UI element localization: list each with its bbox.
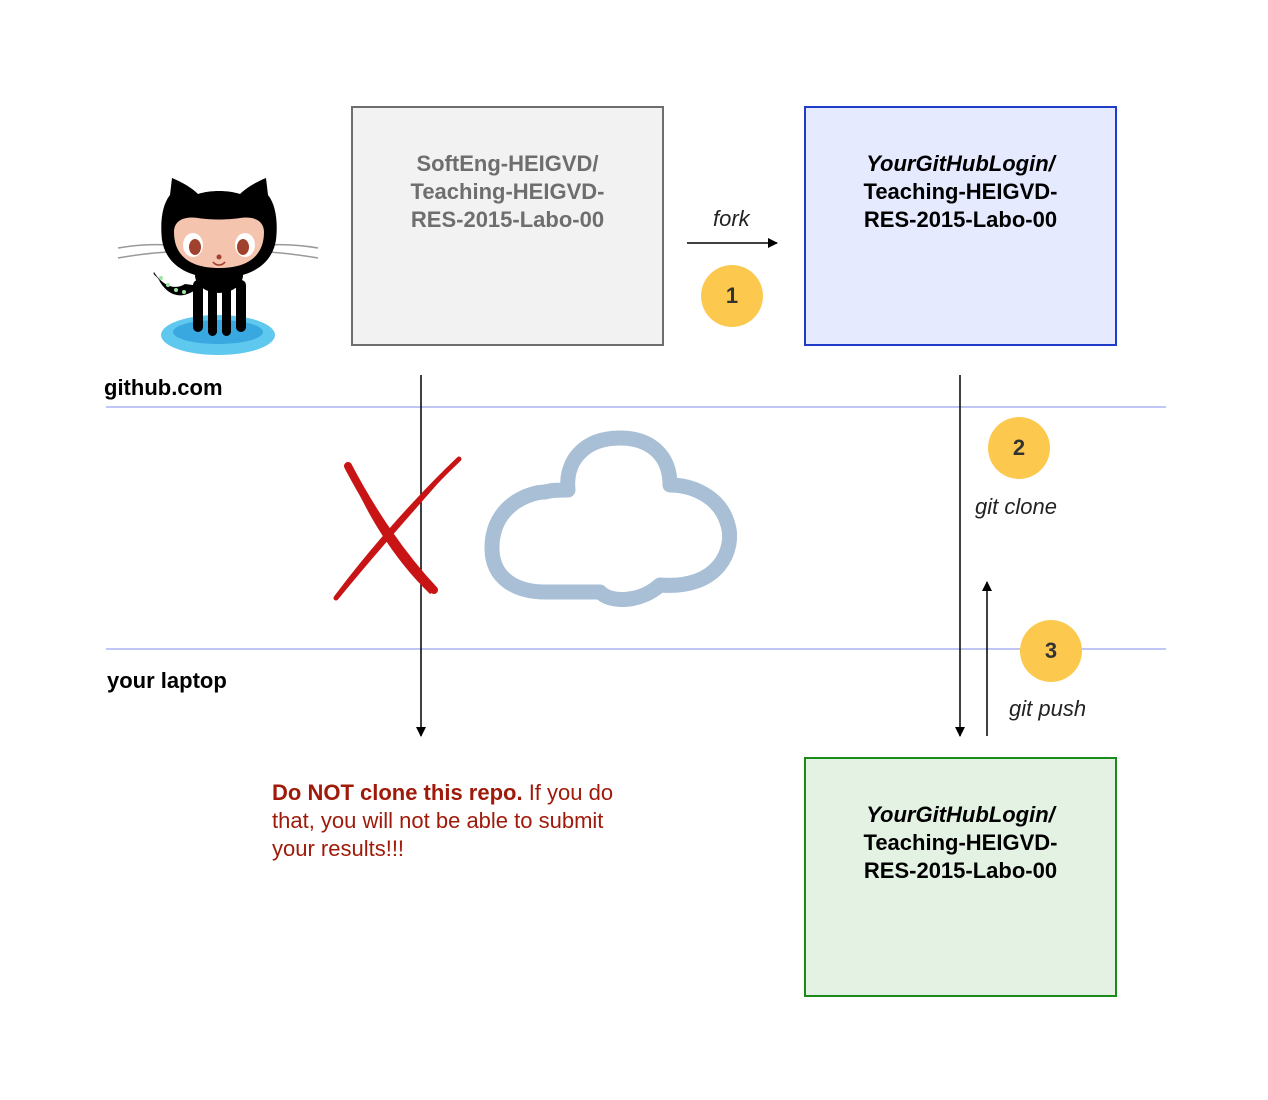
- upstream-repo-name-1: Teaching-HEIGVD-: [410, 179, 605, 204]
- zone-label-laptop: your laptop: [107, 668, 227, 693]
- warning-strong: Do NOT clone this repo.: [272, 780, 523, 805]
- local-repo-name-1: Teaching-HEIGVD-: [863, 830, 1058, 855]
- octocat-icon: [117, 178, 319, 355]
- fork-repo-owner: YourGitHubLogin/: [866, 151, 1055, 176]
- cross-icon: [333, 456, 462, 601]
- zone-label-github: github.com: [104, 375, 223, 400]
- warning-text: Do NOT clone this repo. If you do that, …: [272, 779, 652, 863]
- local-repo-owner: YourGitHubLogin/: [866, 802, 1055, 827]
- step-label-fork: fork: [713, 206, 750, 231]
- fork-repo-name-1: Teaching-HEIGVD-: [863, 179, 1058, 204]
- local-repo-name-2: RES-2015-Labo-00: [863, 858, 1058, 883]
- upstream-repo-name-2: RES-2015-Labo-00: [410, 207, 605, 232]
- step-badge-1: 1: [701, 265, 763, 327]
- fork-repo-box: YourGitHubLogin/ Teaching-HEIGVD- RES-20…: [804, 106, 1117, 346]
- local-repo-box: YourGitHubLogin/ Teaching-HEIGVD- RES-20…: [804, 757, 1117, 997]
- cloud-icon: [484, 430, 738, 608]
- warning-rest: If you do that, you will not be able to …: [272, 780, 614, 861]
- step-label-git-push: git push: [1009, 696, 1087, 721]
- step-badge-3: 3: [1020, 620, 1082, 682]
- upstream-repo-box: SoftEng-HEIGVD/ Teaching-HEIGVD- RES-201…: [351, 106, 664, 346]
- step-badge-2: 2: [988, 417, 1050, 479]
- step-label-git-clone: git clone: [975, 494, 1057, 519]
- fork-repo-name-2: RES-2015-Labo-00: [863, 207, 1058, 232]
- upstream-repo-owner: SoftEng-HEIGVD/: [416, 151, 599, 176]
